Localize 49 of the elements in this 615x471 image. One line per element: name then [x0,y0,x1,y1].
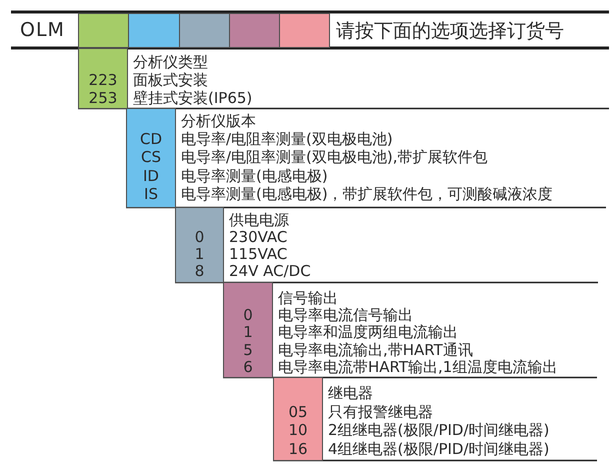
order-code: 223 [88,71,118,89]
option-text: 电导率电流信号输出 [278,306,413,324]
option-text: 壁挂式安装(IP65) [133,89,252,107]
option-text: 2组继电器(极限/PID/时间继电器) [328,421,550,439]
code-column-box [223,282,273,378]
option-text: 电导率/电阻率测量(双电极电池) [181,130,393,148]
option-text: 115VAC [229,245,288,263]
code-slot-box [179,13,230,48]
option-text: 4组继电器(极限/PID/时间继电器) [328,440,550,458]
section-heading: 分析仪类型 [133,53,208,71]
code-slot-box [279,13,330,48]
code-slot-box [78,13,129,48]
option-text: 24V AC/DC [229,262,311,280]
section-heading: 继电器 [328,384,373,402]
code-slot-box [128,13,180,48]
order-code: 6 [242,358,254,376]
order-code: CD [138,130,164,148]
section-heading: 供电电源 [229,211,289,229]
option-text: 电导率电流输出,带HART通讯 [278,340,473,359]
code-column-box [175,207,224,283]
order-code: IS [143,184,159,203]
code-slot-box [229,13,280,48]
code-column-box [78,48,128,109]
order-code: ID [142,166,160,185]
order-code: 05 [287,402,309,420]
option-text: 只有报警继电器 [328,402,433,420]
option-text: 电导率/电阻率测量(双电极电池),带扩展软件包 [181,148,488,166]
order-code: 10 [287,421,309,439]
code-column-box [126,108,176,208]
option-text: 电导率测量(电感电极)，带扩展软件包，可测酸碱液浓度 [181,184,553,203]
order-code: 1 [194,245,206,263]
order-code: CS [140,148,162,166]
option-text: 电导率电流带HART输出,1组温度电流输出 [278,358,558,376]
order-code: 0 [242,306,254,324]
order-code: 8 [194,262,206,280]
section-heading: 信号输出 [278,289,338,307]
order-code: 0 [194,228,206,246]
option-text: 电导率和温度两组电流输出 [278,323,458,342]
option-text: 电导率测量(电感电极) [181,166,328,185]
instruction-text: 请按下面的选项选择订货号 [336,19,564,44]
order-code: 5 [242,340,254,359]
order-code: 16 [287,440,309,458]
option-text: 面板式安装 [133,71,208,89]
model-prefix: OLM [20,19,65,41]
section-heading: 分析仪版本 [181,112,256,130]
order-code: 1 [242,323,254,342]
code-column-box [273,377,323,461]
option-text: 230VAC [229,228,288,246]
order-code: 253 [88,89,118,107]
